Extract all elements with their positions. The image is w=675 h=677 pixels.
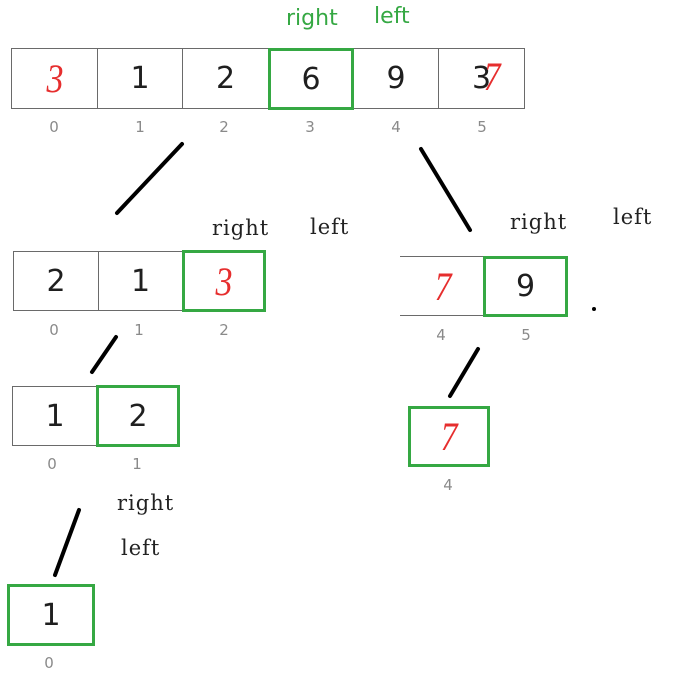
- array-cell: 9: [354, 48, 439, 109]
- index-label: 2: [219, 321, 229, 339]
- edge-right1-right2: [448, 347, 480, 398]
- index-label: 1: [134, 321, 144, 339]
- cell-value: 3: [471, 61, 492, 96]
- label-left-left2: left: [121, 536, 161, 560]
- array-cell: 7: [400, 256, 485, 316]
- edge-left2-left3: [53, 508, 81, 577]
- array-cell: 2: [183, 48, 269, 109]
- pivot-cell: 2: [96, 385, 180, 447]
- pivot-cell: 3: [182, 250, 266, 312]
- edge-top-left: [115, 142, 184, 215]
- array-cell: 1: [98, 48, 183, 109]
- label-right-left2: right: [117, 491, 175, 515]
- cell-value: 2: [46, 263, 66, 299]
- edge-top-right: [419, 147, 472, 232]
- cell-value: 1: [45, 398, 65, 434]
- label-right-right1: right: [510, 210, 568, 234]
- index-label: 1: [135, 118, 145, 136]
- index-label: 0: [49, 118, 59, 136]
- handwritten-value: 7: [440, 414, 458, 459]
- cell-value: 6: [301, 61, 321, 97]
- pivot-cell: 9: [483, 256, 568, 317]
- cell-value: 9: [515, 269, 536, 304]
- index-label: 4: [443, 476, 453, 494]
- index-label: 0: [44, 654, 54, 672]
- pivot-cell: 7: [408, 406, 490, 467]
- array-cell: 3 7: [439, 48, 525, 109]
- array-cell: 3: [11, 48, 98, 109]
- index-label: 4: [436, 326, 446, 344]
- index-label: 4: [391, 118, 401, 136]
- index-label: 3: [305, 118, 315, 136]
- handwritten-value: 3: [215, 258, 233, 304]
- cell-value: 1: [130, 61, 150, 96]
- index-label: 5: [477, 118, 487, 136]
- handwritten-value: 3: [46, 56, 63, 101]
- array-cell: 1: [12, 386, 98, 446]
- pivot-cell: 1: [7, 584, 95, 646]
- edge-left1-left2: [90, 335, 118, 374]
- index-label: 2: [219, 118, 229, 136]
- index-label: 0: [49, 321, 59, 339]
- label-left-right1: left: [613, 205, 653, 229]
- cell-value: 2: [128, 398, 148, 434]
- cell-value: 1: [41, 597, 61, 633]
- array-cell: 1: [99, 251, 183, 311]
- cell-value: 9: [386, 61, 406, 96]
- index-label: 1: [132, 455, 142, 473]
- pivot-cell: 6: [268, 48, 354, 110]
- label-right-left1: right: [212, 216, 270, 240]
- label-left-top: left: [374, 4, 410, 29]
- index-label: 0: [47, 455, 57, 473]
- label-left-left1: left: [310, 215, 350, 239]
- dot-mark: [592, 307, 596, 311]
- label-right-top: right: [286, 6, 338, 31]
- overwritten-value: 3 7: [471, 54, 501, 99]
- array-cell: 2: [13, 251, 99, 311]
- handwritten-value: 7: [434, 263, 451, 309]
- cell-value: 2: [215, 61, 236, 96]
- cell-value: 1: [130, 263, 151, 299]
- handwritten-overlay: 7: [483, 54, 501, 99]
- index-label: 5: [521, 326, 531, 344]
